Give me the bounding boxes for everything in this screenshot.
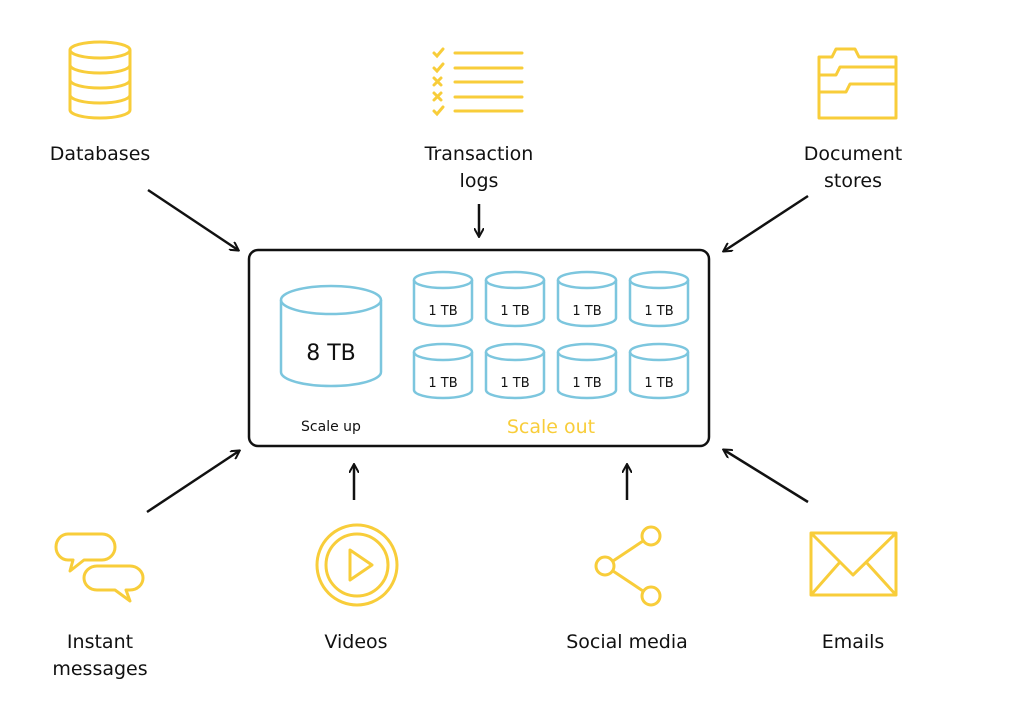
storage-node-label: 1 TB [644,304,673,319]
storage-box [247,248,711,448]
scale-out-nodes: 1 TB 1 TB 1 TB 1 TB 1 TB 1 TB 1 TB 1 TB [412,270,690,400]
envelope-icon [809,531,898,597]
scale-up-cylinder [279,284,383,388]
database-icon [68,40,132,120]
label-videos: Videos [324,631,388,653]
arrow-emails [724,450,809,504]
label-emails: Emails [821,631,885,653]
storage-node-label: 1 TB [572,304,601,319]
play-icon [315,523,399,607]
label-document-stores: Document stores [803,143,903,192]
storage-node: 1 TB [484,342,546,400]
storage-node-label: 1 TB [644,376,673,391]
storage-node-label: 1 TB [500,376,529,391]
label-databases: Databases [49,143,151,165]
storage-node: 1 TB [628,270,690,328]
arrow-databases [147,188,238,250]
storage-node-label: 1 TB [428,304,457,319]
storage-node: 1 TB [628,342,690,400]
storage-node: 1 TB [412,270,474,328]
scale-out-label: Scale out [507,416,595,438]
arrows [146,188,809,514]
label-social-media: Social media [566,631,688,653]
chat-bubbles-icon [54,532,145,603]
storage-node-label: 1 TB [500,304,529,319]
checklist-icon [432,47,524,117]
storage-node-label: 1 TB [428,376,457,391]
arrow-instant-messages [146,451,239,514]
scale-up-capacity: 8 TB [306,341,356,366]
storage-node-label: 1 TB [572,376,601,391]
share-icon [594,525,662,607]
storage-node: 1 TB [484,270,546,328]
label-instant-messages: Instant messages [52,631,148,680]
label-transaction-logs: Transaction logs [424,143,534,192]
scale-up-label: Scale up [301,419,361,435]
storage-node: 1 TB [412,342,474,400]
arrow-document-stores [724,194,809,251]
folders-icon [817,47,898,120]
storage-node: 1 TB [556,342,618,400]
storage-node: 1 TB [556,270,618,328]
